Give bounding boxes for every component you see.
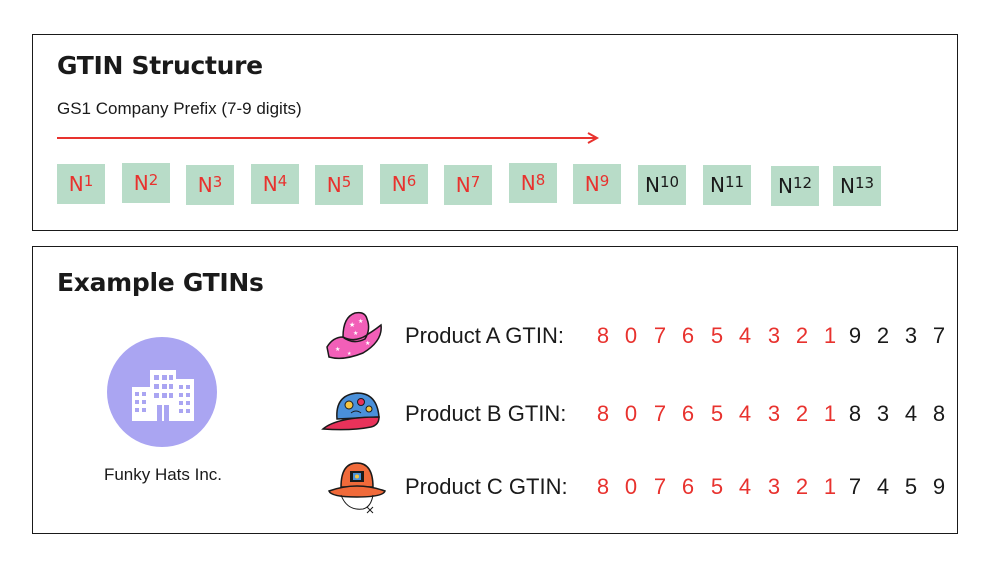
gtin-prefix-digit: 8 xyxy=(596,474,610,499)
gtin-item-digit: 8 xyxy=(932,401,946,426)
gtin-item-digit: 7 xyxy=(932,323,946,348)
gtin-item-digit: 3 xyxy=(904,323,918,348)
orange-bucket-hat-icon xyxy=(328,462,386,514)
gtin-prefix-digit: 4 xyxy=(738,474,752,499)
gtin-prefix-digit: 7 xyxy=(653,401,667,426)
svg-text:★: ★ xyxy=(365,340,370,347)
svg-text:★: ★ xyxy=(347,351,352,357)
structure-title: GTIN Structure xyxy=(57,51,263,80)
gtin-prefix-digit: 6 xyxy=(681,401,695,426)
gtin-prefix-digit: 5 xyxy=(710,401,724,426)
gtin-prefix-digit: 0 xyxy=(624,474,638,499)
example-gtins-panel: Example GTINs Funky Hats Inc. xyxy=(32,246,958,534)
gtin-item-digit: 4 xyxy=(904,401,918,426)
gtin-prefix-digit: 3 xyxy=(767,401,781,426)
product-gtin-label: Product C GTIN: xyxy=(405,474,568,499)
svg-text:★: ★ xyxy=(349,321,355,329)
gtin-item-digit: 5 xyxy=(904,474,918,499)
gtin-item-digit: 4 xyxy=(876,474,890,499)
gtin-prefix-digit: 7 xyxy=(653,474,667,499)
examples-title: Example GTINs xyxy=(57,268,264,297)
gtin-item-digit: 8 xyxy=(848,401,862,426)
gtin-prefix-digit: 4 xyxy=(738,401,752,426)
gtin-prefix-digit: 4 xyxy=(738,323,752,348)
company-prefix-label: GS1 Company Prefix (7-9 digits) xyxy=(57,99,302,118)
gtin-prefix-digit: 6 xyxy=(681,474,695,499)
gtin-prefix-digit: 0 xyxy=(624,323,638,348)
gtin-prefix-digit: 1 xyxy=(823,401,837,426)
prefix-arrow-icon xyxy=(57,132,600,144)
product-gtin-label: Product B GTIN: xyxy=(405,401,567,426)
gtin-item-digit: 9 xyxy=(932,474,946,499)
gtin-item-digit: 2 xyxy=(876,323,890,348)
gtin-item-digit: 9 xyxy=(848,323,862,348)
svg-text:★: ★ xyxy=(335,346,340,353)
gtin-prefix-digit: 3 xyxy=(767,474,781,499)
svg-text:★: ★ xyxy=(353,330,358,337)
gtin-prefix-digit: 2 xyxy=(795,323,809,348)
gtin-prefix-digit: 3 xyxy=(767,323,781,348)
pink-cowboy-hat-icon: ★ ★ ★ ★ ★ ★ xyxy=(326,311,382,360)
gtin-item-digit: 3 xyxy=(876,401,890,426)
svg-text:★: ★ xyxy=(358,318,363,325)
gtin-item-digit: 7 xyxy=(848,474,862,499)
gtin-prefix-digit: 1 xyxy=(823,323,837,348)
gtin-structure-panel: GTIN Structure GS1 Company Prefix (7-9 d… xyxy=(32,34,958,231)
gtin-prefix-digit: 2 xyxy=(795,401,809,426)
blue-cap-icon xyxy=(321,392,380,431)
gtin-prefix-digit: 6 xyxy=(681,323,695,348)
gtin-prefix-digit: 5 xyxy=(710,323,724,348)
company-name: Funky Hats Inc. xyxy=(103,465,223,484)
gtin-prefix-digit: 8 xyxy=(596,401,610,426)
building-icon xyxy=(107,337,217,447)
gtin-prefix-digit: 2 xyxy=(795,474,809,499)
gtin-prefix-digit: 0 xyxy=(624,401,638,426)
product-gtin-label: Product A GTIN: xyxy=(405,323,564,348)
gtin-prefix-digit: 7 xyxy=(653,323,667,348)
gtin-prefix-digit: 8 xyxy=(596,323,610,348)
gtin-prefix-digit: 5 xyxy=(710,474,724,499)
gtin-prefix-digit: 1 xyxy=(823,474,837,499)
